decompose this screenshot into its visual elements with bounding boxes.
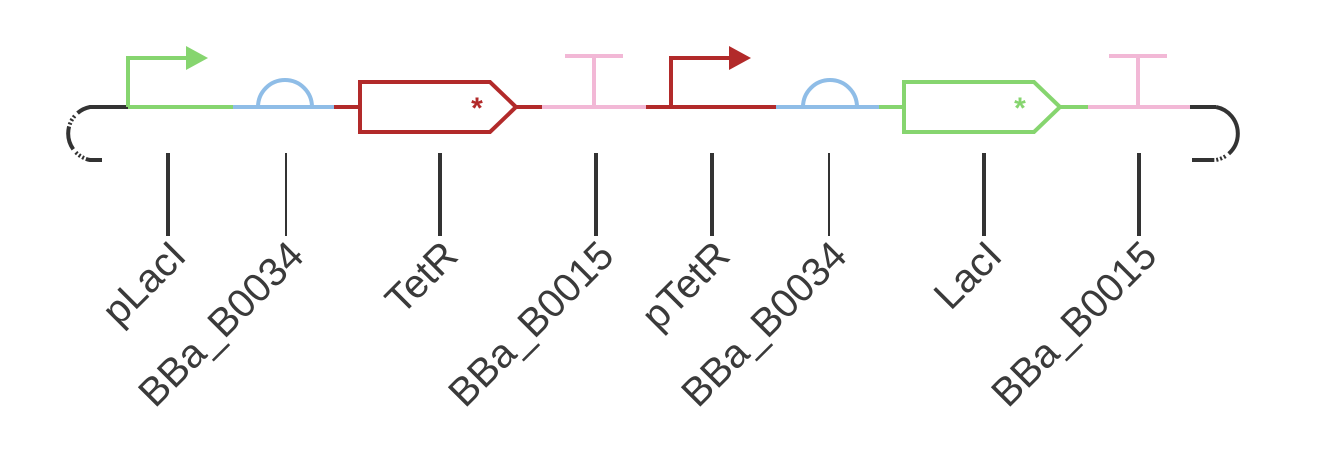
terminator-2 — [1088, 54, 1190, 109]
promoter-placi — [126, 46, 233, 109]
promoter-placi-arrow-stem — [126, 56, 186, 107]
label-placi: pLacI — [94, 233, 194, 333]
cds-tetr-marker: * — [471, 92, 483, 125]
label-laci: LacI — [926, 233, 1011, 318]
cds-tetr: * — [334, 80, 542, 134]
cds-laci-marker: * — [1014, 92, 1026, 125]
promoter-placi-arrowhead — [186, 46, 208, 70]
label-tetr: TetR — [377, 233, 466, 322]
rbs-1-dome — [256, 78, 314, 108]
part-labels: pLacI BBa_B0034 TetR BBa_B0015 pTetR BBa… — [94, 233, 1165, 415]
label-terminator-2: BBa_B0015 — [983, 233, 1165, 415]
cds-laci: * — [879, 80, 1088, 134]
rbs-2 — [776, 78, 879, 109]
backbone-left-end — [66, 105, 128, 162]
backbone-right-end — [1190, 105, 1240, 162]
label-leaders — [166, 153, 1141, 236]
label-terminator-1: BBa_B0015 — [440, 233, 622, 415]
promoter-ptetr — [646, 46, 776, 109]
label-ptetr: pTetR — [633, 233, 738, 338]
rbs-1 — [233, 78, 334, 109]
terminator-1 — [542, 54, 646, 109]
cds-tetr-shape — [358, 80, 519, 134]
